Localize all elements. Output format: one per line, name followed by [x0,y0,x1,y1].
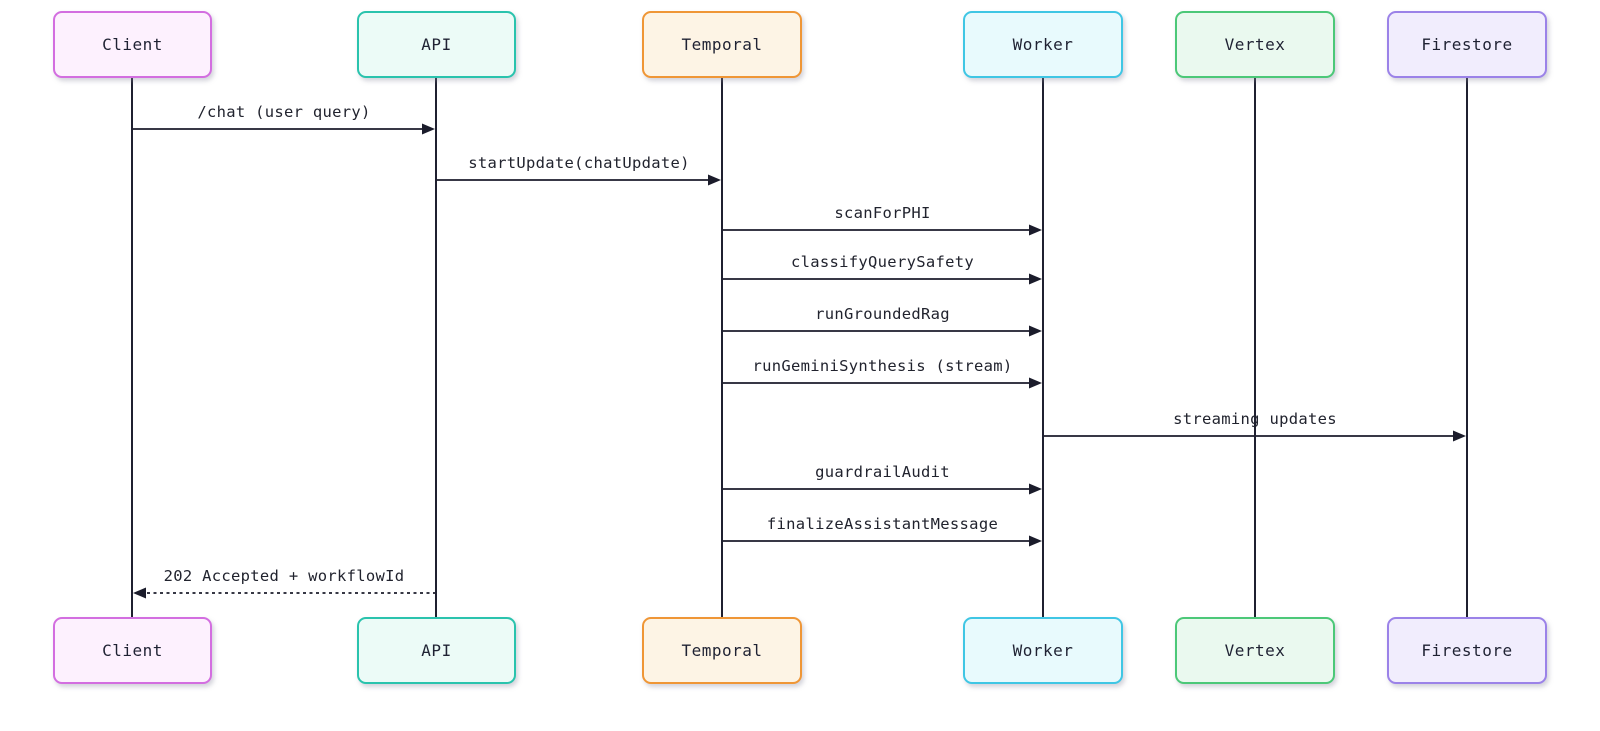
actor-label: Firestore [1421,641,1513,660]
message-label: classifyQuerySafety [790,253,975,271]
actor-box-temporal-top: Temporal [642,11,802,78]
actor-label: Vertex [1224,35,1286,54]
message-label: /chat (user query) [197,103,371,121]
actor-box-firestore-bottom: Firestore [1387,617,1547,684]
message-arrowhead [708,174,721,186]
actor-label: Temporal [681,641,763,660]
lifeline-vertex [1254,78,1256,618]
message-label: finalizeAssistantMessage [766,515,999,533]
actor-box-temporal-bottom: Temporal [642,617,802,684]
message-arrowhead [1029,483,1042,495]
message-label: streaming updates [1173,410,1337,428]
actor-box-vertex-top: Vertex [1175,11,1335,78]
message-label: startUpdate(chatUpdate) [468,154,690,172]
message-arrowhead [1029,224,1042,236]
lifeline-api [435,78,437,618]
actor-box-firestore-top: Firestore [1387,11,1547,78]
message-arrowhead [133,587,146,599]
message-label: guardrailAudit [815,463,950,481]
message-label: 202 Accepted + workflowId [163,567,405,585]
actor-box-worker-bottom: Worker [963,617,1123,684]
lifeline-client [131,78,133,618]
actor-box-vertex-bottom: Vertex [1175,617,1335,684]
message-arrowhead [1029,535,1042,547]
actor-label: Client [102,641,163,660]
lifeline-worker [1042,78,1044,618]
actor-label: API [421,641,452,660]
actor-label: Temporal [681,35,763,54]
actor-label: Worker [1012,35,1074,54]
message-arrowhead [1453,430,1466,442]
lifeline-firestore [1466,78,1468,618]
message-label: runGroundedRag [815,305,950,323]
actor-label: Vertex [1224,641,1286,660]
actor-box-worker-top: Worker [963,11,1123,78]
message-arrowhead [1029,325,1042,337]
message-label: runGeminiSynthesis (stream) [752,357,1013,375]
actor-label: Worker [1012,641,1074,660]
message-arrowhead [1029,377,1042,389]
message-label: scanForPHI [834,204,931,222]
actor-label: Firestore [1421,35,1513,54]
actor-box-api-bottom: API [357,617,516,684]
actor-box-client-bottom: Client [53,617,212,684]
lifeline-temporal [721,78,723,618]
message-arrowhead [422,123,435,135]
actor-box-api-top: API [357,11,516,78]
actor-box-client-top: Client [53,11,212,78]
message-arrowhead [1029,273,1042,285]
actor-label: Client [102,35,163,54]
actor-label: API [421,35,452,54]
